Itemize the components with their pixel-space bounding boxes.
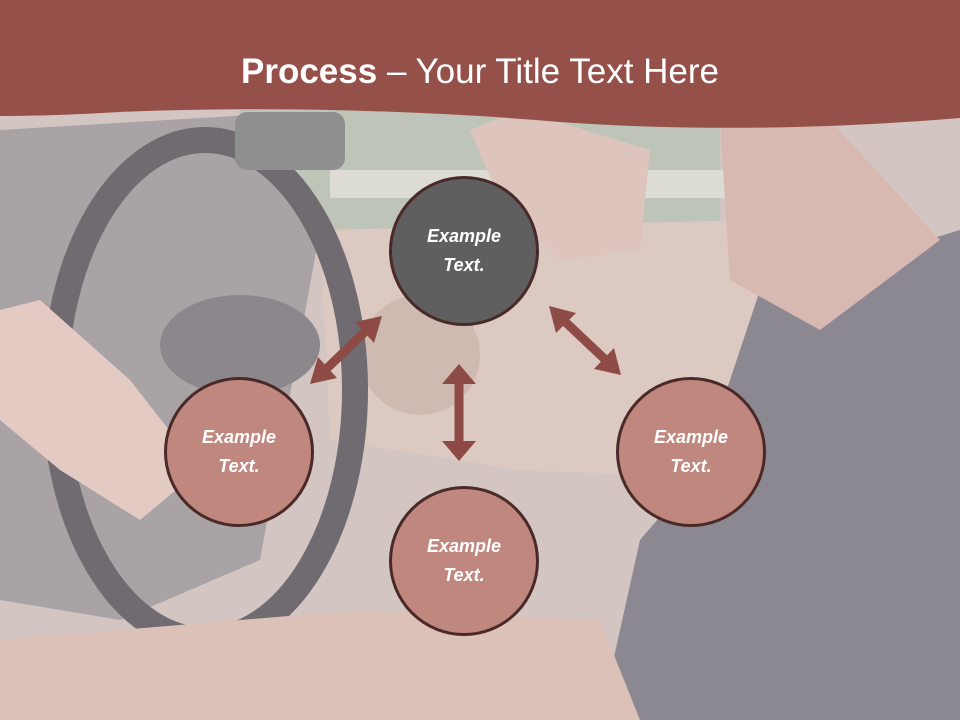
node-right-line2: Text. bbox=[670, 456, 712, 476]
title-rest: – Your Title Text Here bbox=[377, 52, 719, 91]
node-bottom-line2: Text. bbox=[443, 565, 485, 585]
arrow-top-right bbox=[554, 311, 616, 370]
node-left-line1: Example bbox=[201, 427, 277, 447]
node-top-line2: Text. bbox=[443, 255, 485, 275]
process-node-left: Example Text. bbox=[164, 377, 314, 527]
process-node-bottom: Example Text. bbox=[389, 486, 539, 636]
node-bottom-line1: Example bbox=[426, 536, 502, 556]
slide-title: Process – Your Title Text Here bbox=[0, 52, 960, 92]
process-node-top: Example Text. bbox=[389, 176, 539, 326]
node-left-line2: Text. bbox=[218, 456, 260, 476]
node-top-line1: Example bbox=[426, 226, 502, 246]
arrow-top-left bbox=[316, 321, 376, 379]
title-bold: Process bbox=[241, 52, 378, 91]
node-right-line1: Example bbox=[653, 427, 729, 447]
process-node-right: Example Text. bbox=[616, 377, 766, 527]
